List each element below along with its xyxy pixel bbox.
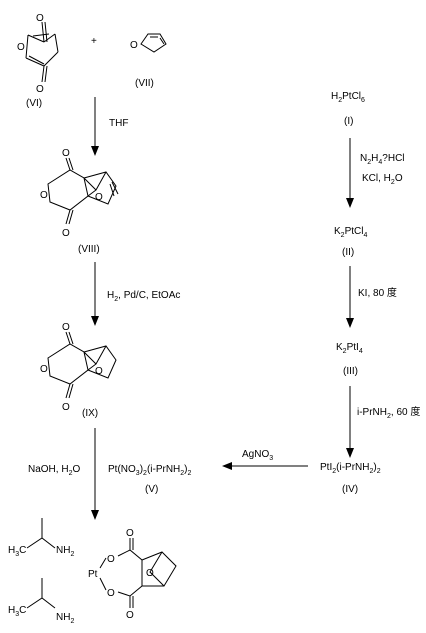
isopropylamine-ligand-upper <box>26 518 56 549</box>
compound-formula-iii: K2PtI4 <box>336 342 363 355</box>
compound-label-viii: (VIII) <box>78 244 100 255</box>
compound-formula-iv: PtI2(i-PrNH2)2 <box>320 462 381 475</box>
compound-label-i: (I) <box>344 116 353 127</box>
maleic-anhydride-structure <box>25 21 59 83</box>
compound-label-v: (V) <box>145 484 158 495</box>
oxygen-atom: O <box>62 322 70 333</box>
oxanorbornene-adduct-structure <box>47 157 119 225</box>
amine-group: NH2 <box>56 612 74 625</box>
oxygen-atom: O <box>95 366 103 377</box>
oxygen-atom: O <box>40 190 48 201</box>
condition-amine: i-PrNH2, 60 度 <box>357 405 420 420</box>
methyl-group: H3C <box>8 605 26 618</box>
oxygen-atom: O <box>107 588 115 599</box>
condition-hydroxide: NaOH, H2O <box>28 464 80 477</box>
oxygen-atom: O <box>146 568 154 579</box>
compound-label-ii: (II) <box>342 247 354 258</box>
furan-structure <box>140 33 167 53</box>
condition-hydrazine: N2H4?HCl <box>360 153 405 166</box>
compound-label-vi: (VI) <box>26 98 42 109</box>
oxygen-atom: O <box>36 84 44 95</box>
amine-group: NH2 <box>56 545 74 558</box>
platinum-atom: Pt <box>88 569 98 580</box>
oxygen-atom: O <box>62 228 70 239</box>
condition-hydrogenation: H2, Pd/C, EtOAc <box>107 290 180 303</box>
oxygen-atom: O <box>130 40 138 51</box>
platinum-dicarboxylate-chelate <box>99 538 177 608</box>
condition-silver: AgNO3 <box>242 449 273 462</box>
compound-label-iv: (IV) <box>342 484 358 495</box>
compound-formula-ii: K2PtCl4 <box>334 226 367 239</box>
condition-iodide: KI, 80 度 <box>358 286 397 299</box>
compound-label-iii: (III) <box>343 366 358 377</box>
oxygen-atom: O <box>36 13 44 24</box>
oxygen-atom: O <box>107 554 115 565</box>
plus-sign: + <box>91 36 97 47</box>
methyl-group: H3C <box>8 545 26 558</box>
oxygen-atom: O <box>126 528 134 539</box>
condition-kcl-water: KCl, H2O <box>362 173 403 186</box>
condition-thf: THF <box>109 118 128 129</box>
oxygen-atom: O <box>62 402 70 413</box>
oxygen-atom: O <box>17 42 25 53</box>
compound-formula-v: Pt(NO3)2(i-PrNH2)2 <box>108 464 192 477</box>
oxygen-atom: O <box>40 364 48 375</box>
oxygen-atom: O <box>95 192 103 203</box>
compound-formula-i: H2PtCl6 <box>331 91 365 104</box>
oxanorbornane-adduct-structure <box>47 331 117 399</box>
compound-label-vii: (VII) <box>135 78 154 89</box>
oxygen-atom: O <box>62 148 70 159</box>
isopropylamine-ligand-lower <box>26 578 56 609</box>
oxygen-atom: O <box>126 610 134 621</box>
compound-label-ix: (IX) <box>82 408 98 419</box>
